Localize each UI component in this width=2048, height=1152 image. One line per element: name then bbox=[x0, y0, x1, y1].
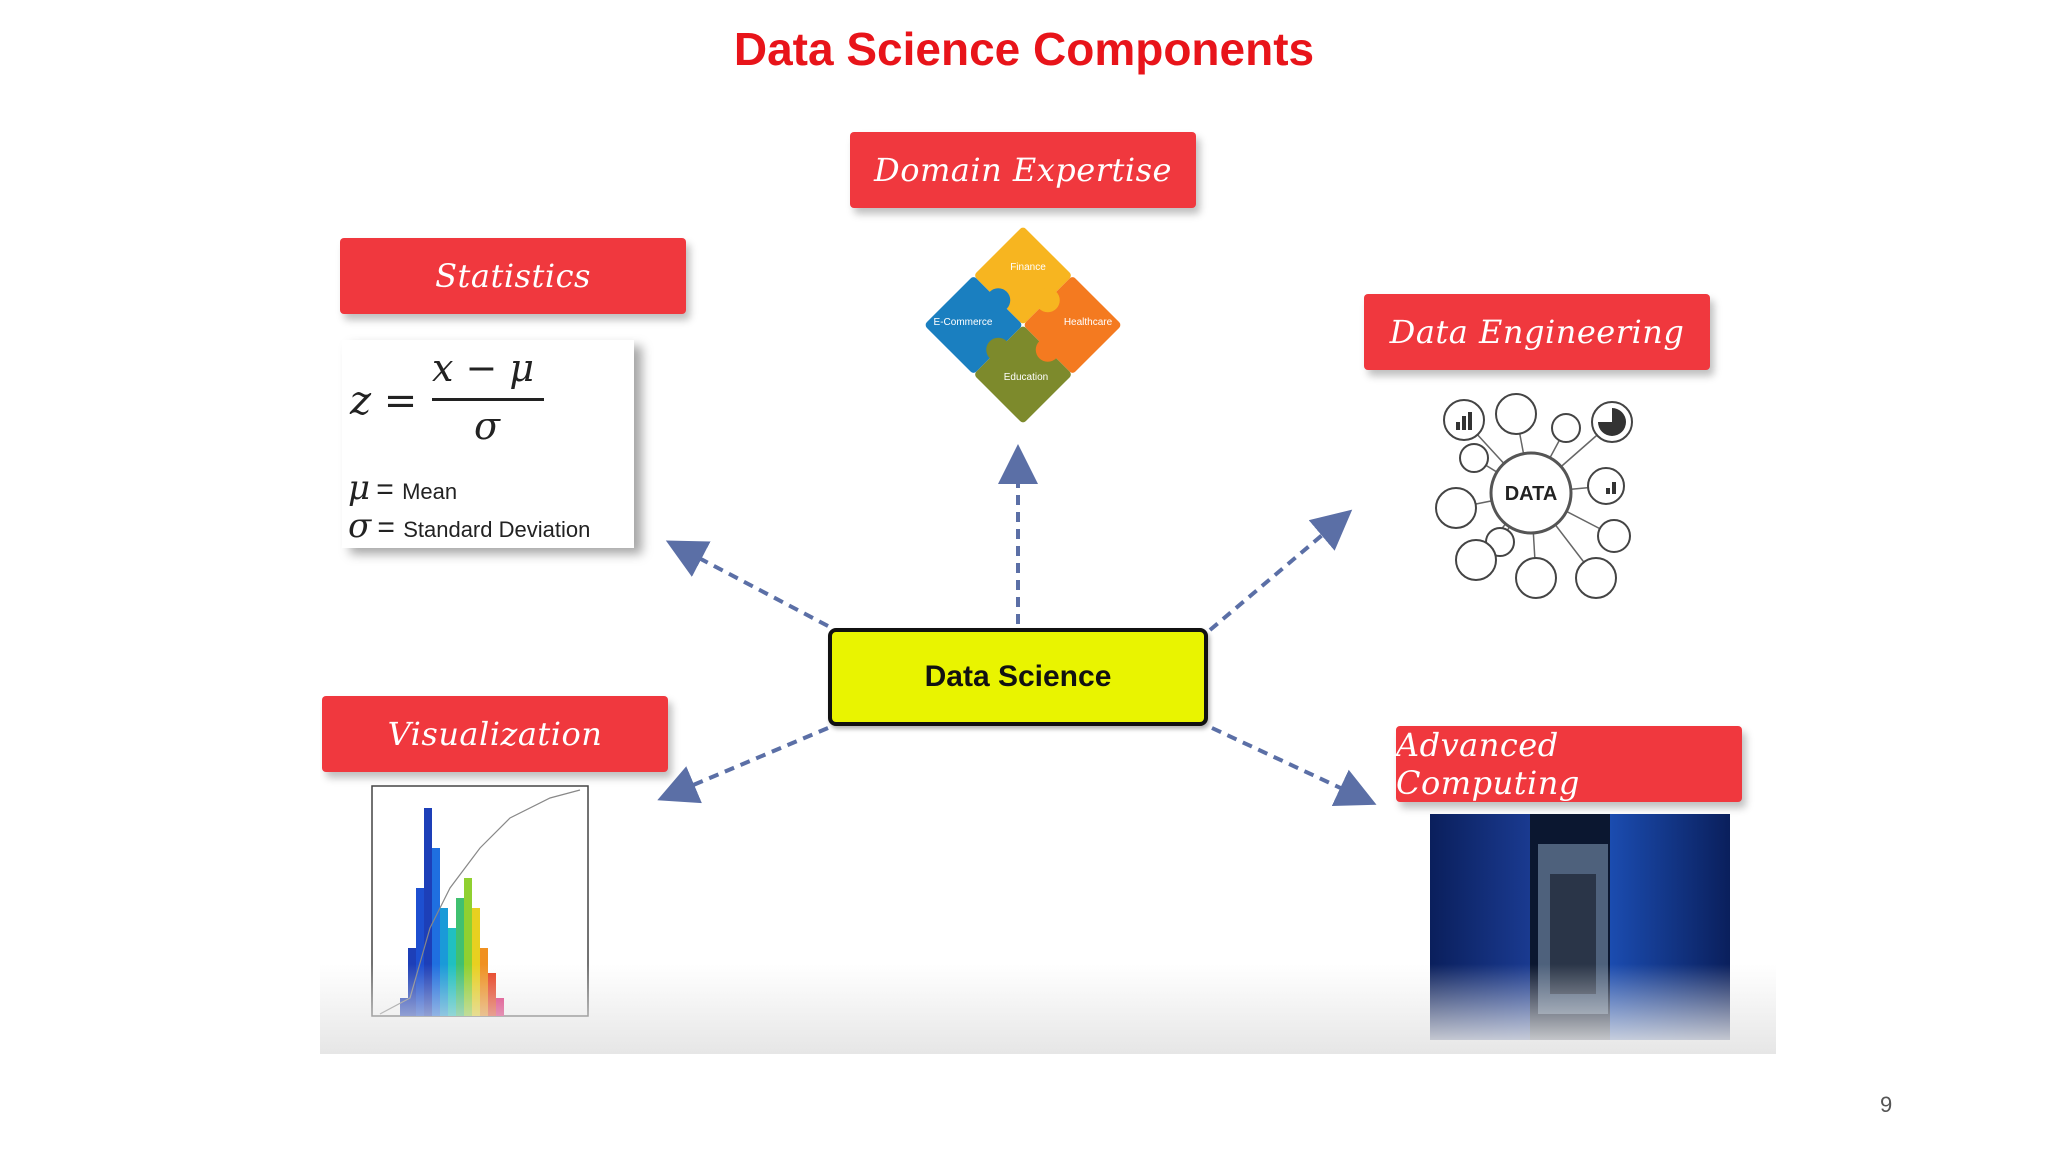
arrows-layer bbox=[657, 444, 1377, 806]
puzzle-education: Education bbox=[1004, 372, 1048, 383]
domain-expertise-label: Domain Expertise bbox=[850, 132, 1196, 208]
mean-row: μ = Mean bbox=[348, 468, 458, 508]
sigma-symbol: σ bbox=[348, 506, 372, 546]
mean-label: Mean bbox=[402, 479, 458, 504]
std-label: Standard Deviation bbox=[403, 517, 591, 542]
page-number: 9 bbox=[1880, 1092, 1893, 1117]
visualization-label: Visualization bbox=[322, 696, 668, 772]
puzzle-healthcare: Healthcare bbox=[1064, 317, 1113, 328]
arrow-to-visualization bbox=[657, 726, 829, 804]
diagram-image: Domain Expertise Finance E-Commerce Heal… bbox=[320, 118, 1776, 1054]
arrow-to-data-engineering bbox=[1208, 509, 1353, 632]
puzzle-graphic: Finance E-Commerce Healthcare Education bbox=[925, 227, 1121, 423]
data-engineering-graphic: DATA bbox=[1435, 393, 1633, 599]
arrow-to-statistics bbox=[665, 540, 829, 628]
data-engineering-label: Data Engineering bbox=[1364, 294, 1710, 370]
slide-title: Data Science Components bbox=[733, 23, 1315, 75]
advanced-computing-label: Advanced Computing bbox=[1396, 726, 1742, 802]
arrow-to-advanced-computing bbox=[1211, 726, 1377, 806]
data-science-center: Data Science bbox=[828, 628, 1208, 726]
data-hub-label: DATA bbox=[1505, 483, 1558, 505]
bottom-fade bbox=[320, 964, 1776, 1054]
formula-lhs: z = bbox=[350, 378, 418, 424]
statistics-label: Statistics bbox=[340, 238, 686, 314]
puzzle-ecommerce: E-Commerce bbox=[934, 317, 993, 328]
puzzle-finance: Finance bbox=[1010, 262, 1046, 273]
statistics-formula: z = x − μ σ μ = Mean σ = Standard Deviat… bbox=[342, 340, 634, 548]
formula-denominator: σ bbox=[474, 404, 500, 448]
mu-symbol: μ bbox=[348, 468, 371, 508]
formula-numerator: x − μ bbox=[432, 346, 535, 390]
fraction-bar bbox=[432, 398, 544, 401]
std-row: σ = Standard Deviation bbox=[348, 506, 591, 546]
